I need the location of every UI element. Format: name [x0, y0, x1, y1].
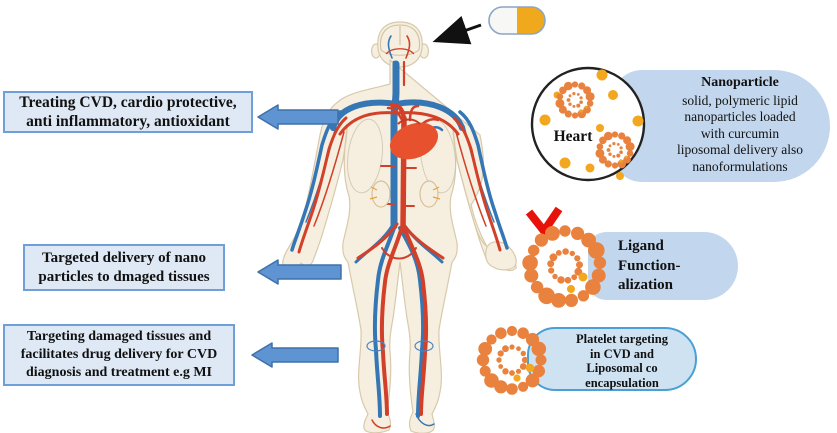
label-line: diagnosis and treatment e.g MI	[25, 365, 213, 380]
arteries	[297, 35, 502, 429]
ligand-functionalization-panel: Ligand Function- alization	[588, 232, 738, 300]
label-line: Targeting damaged tissues and	[26, 329, 212, 344]
label-box-targeted-delivery: Targeted delivery of nano particles to d…	[23, 244, 225, 291]
label-line: anti inflammatory, antioxidant	[26, 113, 230, 130]
arm-right	[452, 127, 517, 272]
brain-outline	[379, 24, 421, 56]
panel-line: Platelet targeting	[576, 332, 668, 346]
arrow-left-icon	[257, 104, 339, 130]
ear-right	[418, 43, 430, 59]
panel-line: in CVD and	[590, 346, 654, 361]
label-line: particles to dmaged tissues	[38, 268, 210, 285]
panel-line: encapsulation	[585, 375, 659, 390]
liposome-icon	[555, 81, 595, 119]
panel-line: nanoformulations	[692, 158, 788, 174]
hand-right	[485, 241, 517, 271]
veins	[290, 35, 509, 427]
label-box-treating-cvd: Treating CVD, cardio protective, anti in…	[3, 91, 253, 133]
kidneys	[369, 180, 441, 208]
panel-line: Liposomal co	[586, 361, 658, 376]
ear-left	[370, 43, 382, 59]
arrow-left-icon	[251, 342, 339, 368]
knee-vessel-rings	[366, 340, 434, 352]
nanoparticle-panel: Nanoparticle solid, polymeric lipid nano…	[612, 70, 830, 182]
panel-line: Function-	[618, 257, 681, 274]
label-line: Treating CVD, cardio protective,	[19, 94, 237, 111]
heart-organ	[389, 118, 439, 160]
human-body-illustration	[282, 21, 517, 433]
platelet-targeting-panel: Platelet targeting in CVD and Liposomal …	[527, 327, 697, 391]
lung-right-outline	[420, 118, 456, 194]
body-silhouette	[282, 59, 488, 433]
panel-line: with curcumin	[700, 125, 780, 141]
panel-line: alization	[618, 277, 673, 293]
panel-line: solid, polymeric lipid	[682, 93, 798, 108]
arrow-to-head-icon	[432, 15, 482, 45]
label-line: facilitates drug delivery for CVD	[20, 347, 218, 362]
red-check-icon	[525, 206, 563, 238]
panel-line: nanoparticles loaded	[684, 109, 796, 125]
arrow-left-icon	[257, 259, 342, 285]
head-artery	[385, 48, 415, 55]
label-box-targeting-damaged: Targeting damaged tissues and facilitate…	[3, 324, 235, 386]
panel-line: liposomal delivery also	[677, 142, 803, 158]
capsule-icon	[488, 6, 546, 35]
label-line: Targeted delivery of nano	[41, 249, 207, 266]
lung-left-outline	[347, 118, 383, 194]
head-shape	[377, 21, 423, 68]
panel-line: Ligand	[618, 238, 664, 254]
nanoparticle-panel-title: Nanoparticle	[701, 75, 779, 90]
heart-label: Heart	[553, 128, 593, 145]
